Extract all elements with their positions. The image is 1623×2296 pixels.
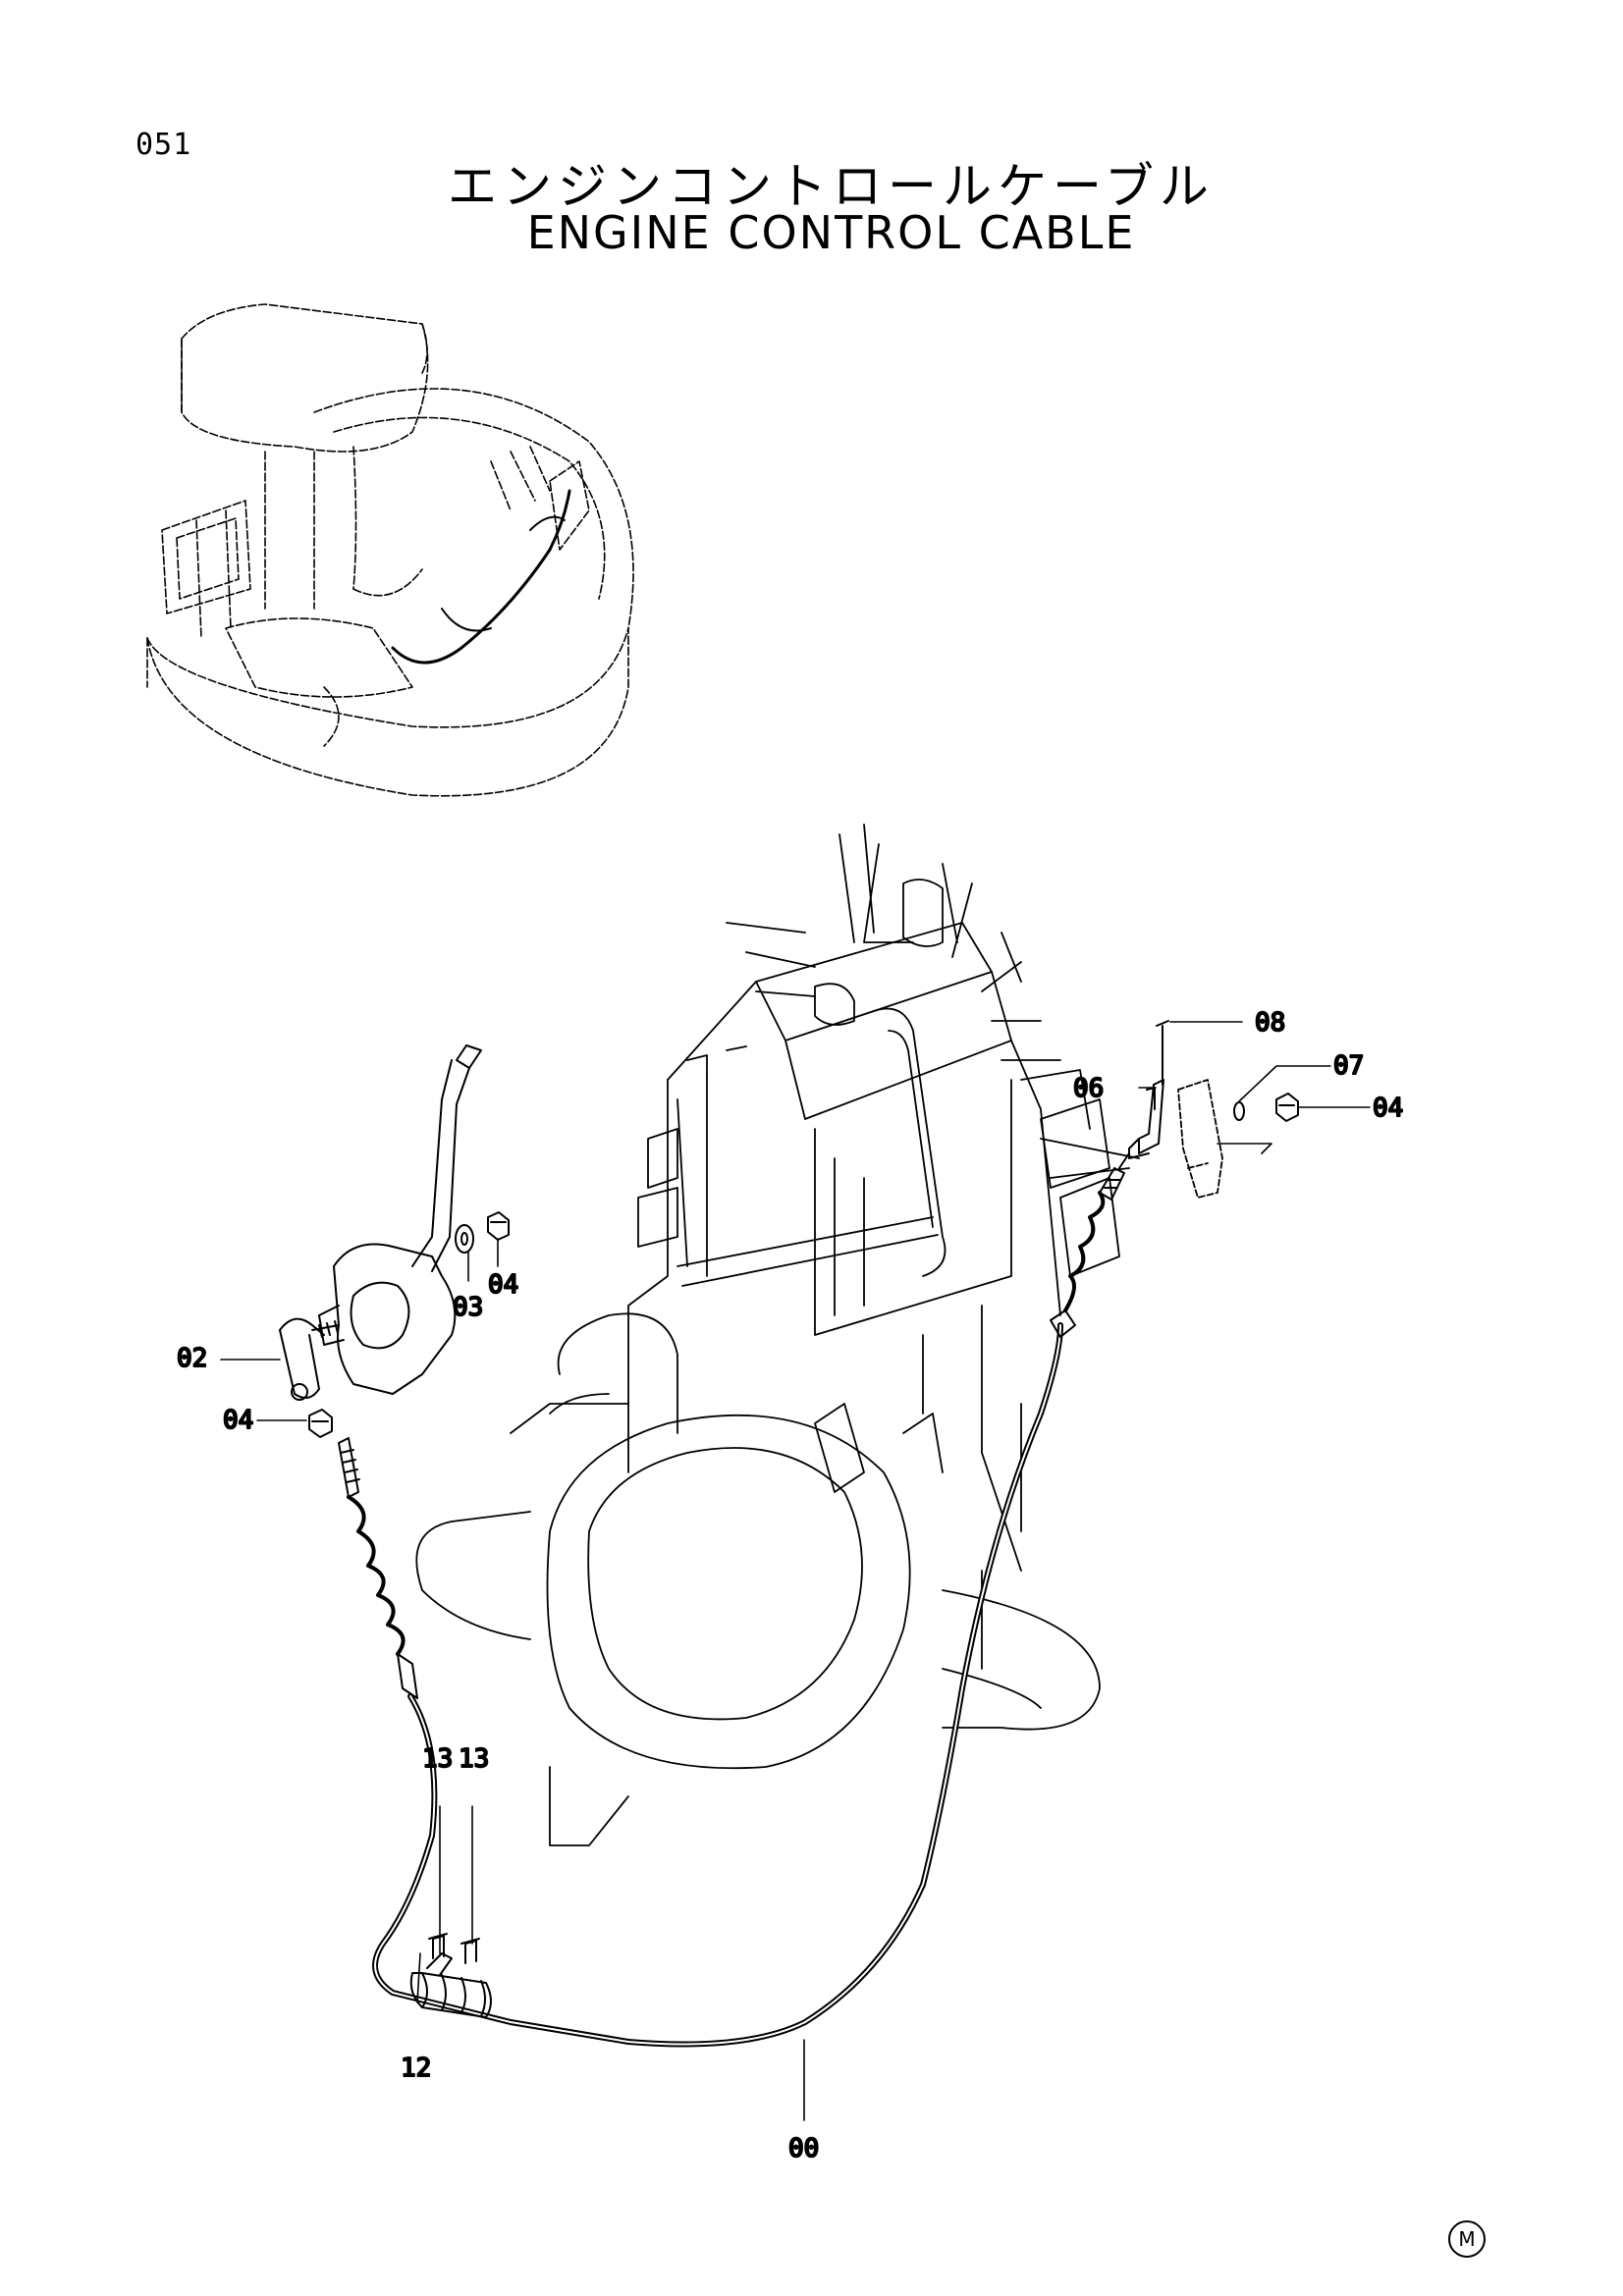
pin-08 bbox=[1156, 1020, 1169, 1086]
callout-04-right: 04 bbox=[1373, 1094, 1403, 1123]
control-cable-00 bbox=[338, 1152, 1130, 2048]
callout-03: 03 bbox=[453, 1293, 483, 1322]
page-title-english: ENGINE CONTROL CABLE bbox=[526, 206, 1136, 259]
callout-13-a: 13 bbox=[422, 1744, 453, 1774]
bolt-13-a bbox=[428, 1933, 448, 1959]
callout-00: 00 bbox=[788, 2134, 819, 2163]
callout-06: 06 bbox=[1073, 1074, 1104, 1103]
callout-08: 08 bbox=[1255, 1008, 1285, 1038]
circled-m-mark: M bbox=[1448, 2220, 1486, 2258]
nut-04-lever bbox=[487, 1211, 510, 1241]
callout-12: 12 bbox=[401, 2054, 431, 2083]
cable-clamp-12 bbox=[409, 1952, 492, 2018]
bracket-06 bbox=[1128, 1079, 1164, 1159]
nut-04-right bbox=[1275, 1093, 1299, 1122]
callout-02: 02 bbox=[177, 1344, 207, 1373]
callout-13-b: 13 bbox=[459, 1744, 489, 1774]
machine-locator-view bbox=[146, 303, 634, 797]
nut-04-left bbox=[308, 1409, 333, 1438]
bolt-13-b bbox=[460, 1938, 480, 1964]
washer-07 bbox=[1233, 1101, 1245, 1121]
callout-04-left: 04 bbox=[223, 1406, 253, 1435]
page-title-japanese: エンジンコントロールケーブル bbox=[448, 158, 1215, 215]
engine-assembly bbox=[415, 824, 1140, 1846]
leader-lines bbox=[220, 1021, 1371, 2121]
ball-joint-02 bbox=[279, 1317, 340, 1401]
callout-04-lever: 04 bbox=[488, 1270, 518, 1300]
washer-03 bbox=[455, 1224, 474, 1254]
governor-lever bbox=[318, 1044, 482, 1395]
throttle-plate bbox=[1177, 1079, 1223, 1199]
page-number: 051 bbox=[135, 128, 192, 162]
callout-07: 07 bbox=[1333, 1051, 1364, 1081]
